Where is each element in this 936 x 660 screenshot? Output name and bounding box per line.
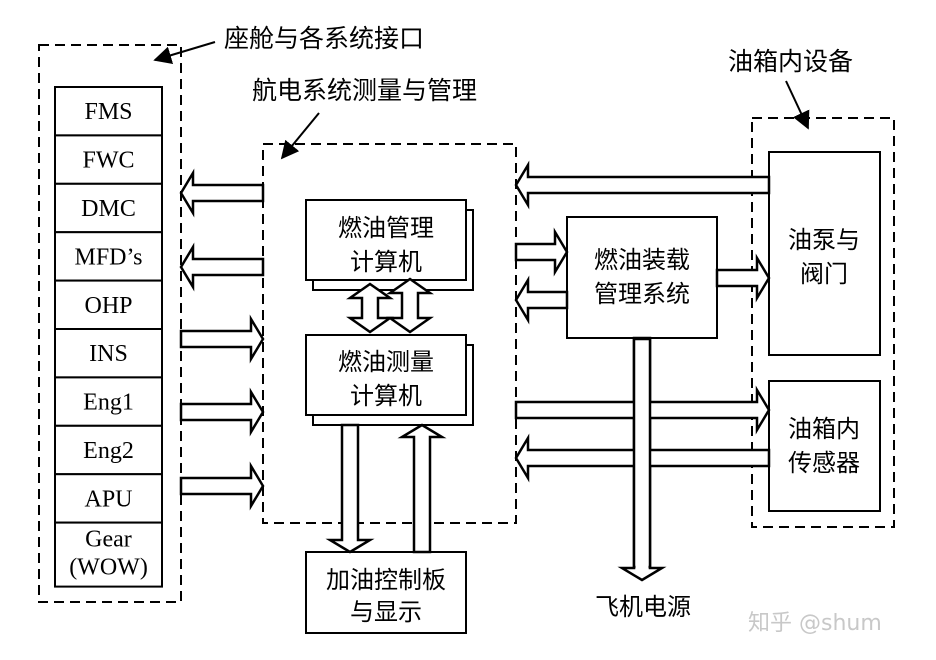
cockpit-system-label: FMS <box>84 99 132 125</box>
arrow-from-ins-icon <box>179 314 265 364</box>
cockpit-system-label: MFD’s <box>74 244 142 270</box>
cockpit-system-label: Eng2 <box>83 438 134 464</box>
fuel-loading-system-box <box>566 216 718 339</box>
fuel-mgmt-computer-box <box>305 199 467 281</box>
connection-arrows <box>179 160 771 582</box>
fuel-loading-system-line2: 管理系统 <box>594 280 690 308</box>
watermark: 知乎 @shum <box>748 611 882 636</box>
aircraft-power-shaft-join <box>635 562 649 570</box>
arrow-from-pumps-icon <box>514 160 771 210</box>
cockpit-system-cell <box>54 182 163 234</box>
cockpit-system-cell <box>54 376 163 427</box>
arrow-from-eng1-icon <box>179 387 265 437</box>
bidirectional-arrow-right-icon <box>386 277 434 334</box>
arrow-from-apu-icon <box>179 461 265 511</box>
bidirectional-arrow-left-icon <box>346 282 394 334</box>
fuel-measure-computer-box <box>305 334 467 416</box>
cockpit-system-label: (WOW) <box>69 555 148 581</box>
arrow-to-dmc-icon <box>179 168 265 218</box>
tank-equipment-label: 油箱内设备 <box>728 47 853 76</box>
cockpit-system-cell <box>54 424 163 476</box>
refuel-panel-line2: 与显示 <box>350 598 422 626</box>
refuel-panel-box <box>305 551 467 634</box>
cockpit-system-label: Gear <box>85 527 132 553</box>
arrow-to-mfds-icon <box>179 242 265 292</box>
tank-equipment-group <box>751 117 895 528</box>
cockpit-system-cell <box>54 134 163 185</box>
arrow-to-refuel-panel-icon <box>325 423 375 554</box>
aircraft-power-shaft <box>632 337 652 569</box>
cockpit-system-label: DMC <box>81 196 136 222</box>
fuel-mgmt-computer-line1: 燃油管理 <box>338 214 434 242</box>
cockpit-interface-group <box>38 44 182 603</box>
cockpit-system-label: OHP <box>84 293 132 319</box>
tank-sensors-line2: 传感器 <box>788 449 860 477</box>
fuel-loading-system-line1: 燃油装载 <box>594 246 690 274</box>
arrow-from-refuel-panel-icon <box>397 423 447 554</box>
avionics-group-pointer-icon <box>280 112 320 160</box>
cockpit-system-cell <box>54 231 163 282</box>
cockpit-system-cell <box>54 86 163 137</box>
fuel-measure-computer-line2: 计算机 <box>350 382 422 410</box>
aircraft-power-label: 飞机电源 <box>595 593 691 621</box>
tank-equipment-pointer-icon <box>785 80 810 130</box>
cockpit-system-cell <box>54 521 163 588</box>
tank-sensors-box <box>768 380 881 512</box>
pumps-valves-box <box>768 151 881 356</box>
avionics-group <box>262 143 517 524</box>
cockpit-interface-label: 座舱与各系统接口 <box>224 24 424 53</box>
fuel-mgmt-computer-line2: 计算机 <box>350 248 422 276</box>
refuel-panel-line1: 加油控制板 <box>326 566 446 594</box>
cockpit-system-label: APU <box>84 486 132 512</box>
cockpit-system-cell <box>54 473 163 524</box>
pumps-valves-line1: 油泵与 <box>788 226 860 254</box>
cockpit-interface-pointer-icon <box>153 41 216 64</box>
cockpit-system-cell <box>54 328 163 379</box>
arrow-to-pumps-icon <box>715 253 771 303</box>
fuel-measure-computer-line1: 燃油测量 <box>338 348 434 376</box>
pumps-valves-line2: 阀门 <box>800 260 848 288</box>
tank-sensors-line1: 油箱内 <box>788 415 860 443</box>
cockpit-system-cell <box>54 279 163 331</box>
cockpit-system-label: INS <box>89 341 128 367</box>
cockpit-system-label: FWC <box>82 148 134 174</box>
avionics-group-label: 航电系统测量与管理 <box>252 76 477 105</box>
cockpit-system-label: Eng1 <box>83 390 134 416</box>
arrow-to-loading-system-icon <box>514 227 569 277</box>
arrow-from-loading-system-icon <box>514 275 569 325</box>
